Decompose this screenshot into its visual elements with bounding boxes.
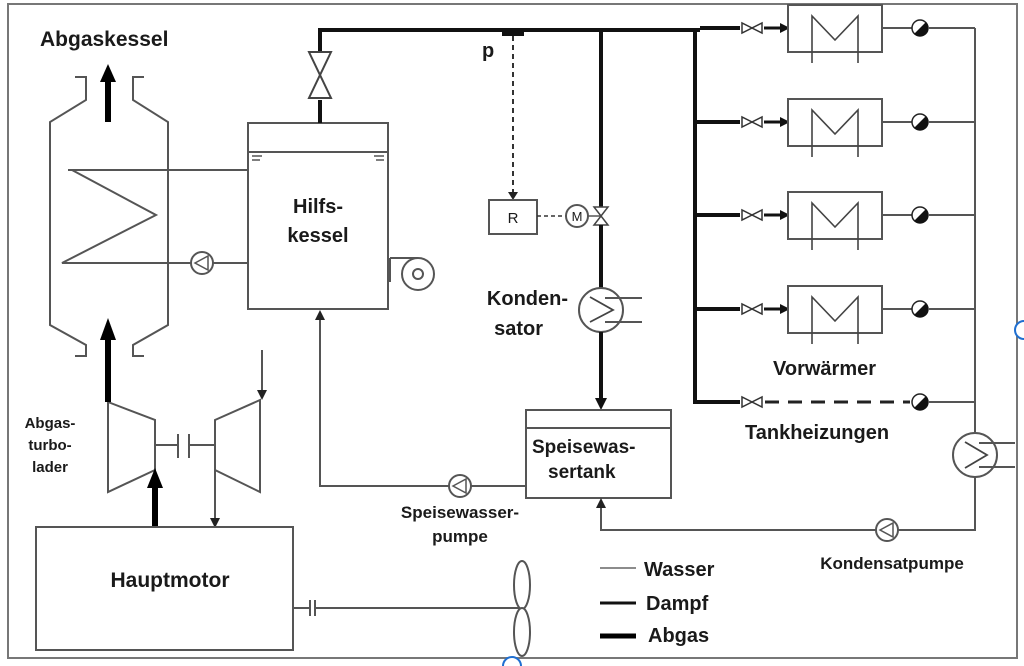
cooler-water-lines <box>979 442 1015 468</box>
regler-label: R <box>508 210 519 227</box>
preheater-valve-left-icon[interactable] <box>741 208 754 222</box>
preheater-valve-left-icon[interactable] <box>741 302 754 316</box>
preheater-box <box>787 191 883 240</box>
speisewassertank-label-1: Speisewas- <box>532 437 636 458</box>
condensate-line-to-tank <box>600 506 876 531</box>
kondensator-icon <box>578 287 624 333</box>
hauptmotor-box <box>35 526 294 651</box>
hilfskessel-label-1: Hilfs- <box>293 196 343 218</box>
preheater-inlet-arrow-icon <box>780 304 790 314</box>
propeller-shaft <box>293 600 520 616</box>
condensate-line-right <box>898 477 976 531</box>
tank-valve-left-icon[interactable] <box>741 395 754 409</box>
condensate-cooler-icon <box>952 432 998 478</box>
preheaters-group <box>695 4 975 344</box>
legend-label-dampf: Dampf <box>646 593 709 615</box>
kondensator-label-1: Konden- <box>487 288 568 310</box>
preheater-box <box>787 98 883 147</box>
feedwater-arrow-icon <box>315 310 325 320</box>
selection-handle-bottom[interactable] <box>502 656 522 666</box>
preheater-valve-right-icon[interactable] <box>750 302 763 316</box>
steam-trap-fill <box>914 116 929 131</box>
turbolader-label-3: lader <box>32 459 68 476</box>
preheater-valve-right-icon[interactable] <box>750 208 763 222</box>
abgaskessel-right-wall <box>132 76 169 357</box>
circulation-pump-triangle-icon <box>193 254 209 272</box>
air-intake-arrow-icon <box>257 390 267 400</box>
coil-zigzag <box>61 169 248 264</box>
preheater-valve-left-icon[interactable] <box>741 21 754 35</box>
tank-steam-trap-fill <box>914 396 929 411</box>
motor-label: M <box>572 209 583 224</box>
preheater-box <box>787 4 883 53</box>
speisewassertank-box <box>525 409 672 499</box>
stop-valve-upper-icon[interactable] <box>307 51 333 78</box>
speisewasserpumpe-triangle-icon <box>451 477 467 495</box>
preheater-valve-right-icon[interactable] <box>750 115 763 129</box>
exhaust-outlet-arrow-icon <box>100 64 116 82</box>
signal-arrow-icon <box>508 192 518 200</box>
steam-trap-fill <box>914 22 929 37</box>
stop-valve-lower-icon[interactable] <box>307 72 333 99</box>
preheater-valve-left-icon[interactable] <box>741 115 754 129</box>
condensate-arrow-icon <box>595 398 607 410</box>
level-marks <box>252 155 384 161</box>
control-valve-upper-icon[interactable] <box>592 206 610 218</box>
preheater-box <box>787 285 883 334</box>
legend: Wasser Dampf Abgas <box>600 559 715 647</box>
preheater-inlet-arrow-icon <box>780 210 790 220</box>
preheater-coil <box>811 14 859 63</box>
regler-box <box>488 199 538 235</box>
abgasturbolader-unit: Abgas- turbo- lader <box>25 318 267 528</box>
legend-label-abgas: Abgas <box>648 625 709 647</box>
hilfskessel-label-2: kessel <box>287 225 348 247</box>
hilfskessel-unit: Hilfs- kessel <box>247 122 435 310</box>
feedwater-line-boiler <box>319 318 449 487</box>
condensate-return-arrow-icon <box>596 498 606 508</box>
turbo-shaft-coupling <box>155 434 215 458</box>
exhaust-to-boiler-arrow-icon <box>100 318 116 340</box>
steam-distribution-header <box>693 30 740 404</box>
speisewasserpumpe-label-2: pumpe <box>432 527 488 546</box>
vorwaermer-label: Vorwärmer <box>773 358 876 380</box>
steam-trap-fill <box>914 209 929 224</box>
speisewassertank-label-2: sertank <box>548 462 616 483</box>
preheater-valve-right-icon[interactable] <box>750 21 763 35</box>
tankheizungen-branch: Tankheizungen <box>741 393 975 444</box>
kondensator-label-2: sator <box>494 318 543 340</box>
preheater-inlet-arrow-icon <box>780 23 790 33</box>
kondensatpumpe-triangle-icon <box>878 521 894 539</box>
kondensator-coil <box>589 296 615 323</box>
steam-main-line <box>318 28 700 52</box>
propeller-blade-upper-icon <box>513 560 531 610</box>
selection-handle-right[interactable] <box>1014 320 1024 340</box>
abgaskessel-left-wall <box>49 76 87 357</box>
hauptmotor-label: Hauptmotor <box>111 569 230 592</box>
abgaskessel-unit: Abgaskessel <box>40 28 248 357</box>
preheater-coil <box>811 295 859 344</box>
turbolader-label-2: turbo- <box>28 437 71 454</box>
preheater-coil <box>811 108 859 157</box>
condensate-cooler-coil <box>964 441 989 469</box>
turbolader-label-1: Abgas- <box>25 415 76 432</box>
speisewasserpumpe-label-1: Speisewasser- <box>401 503 519 522</box>
kondensatpumpe-label: Kondensatpumpe <box>820 554 964 573</box>
legend-label-wasser: Wasser <box>644 559 715 581</box>
tankheizungen-label: Tankheizungen <box>745 422 889 444</box>
steam-trap-fill <box>914 303 929 318</box>
tank-valve-right-icon[interactable] <box>750 395 763 409</box>
abgaskessel-label: Abgaskessel <box>40 28 168 51</box>
preheater-coil <box>811 201 859 250</box>
cooling-water-lines <box>605 297 642 323</box>
burner-fan-hub-icon <box>412 268 424 280</box>
pressure-label: p <box>482 40 494 62</box>
propeller-blade-lower-icon <box>513 607 531 657</box>
preheater-inlet-arrow-icon <box>780 117 790 127</box>
hilfskessel-box <box>247 122 389 310</box>
engine-exhaust-arrow-icon <box>147 468 163 488</box>
charge-air-arrow-icon <box>210 518 220 528</box>
